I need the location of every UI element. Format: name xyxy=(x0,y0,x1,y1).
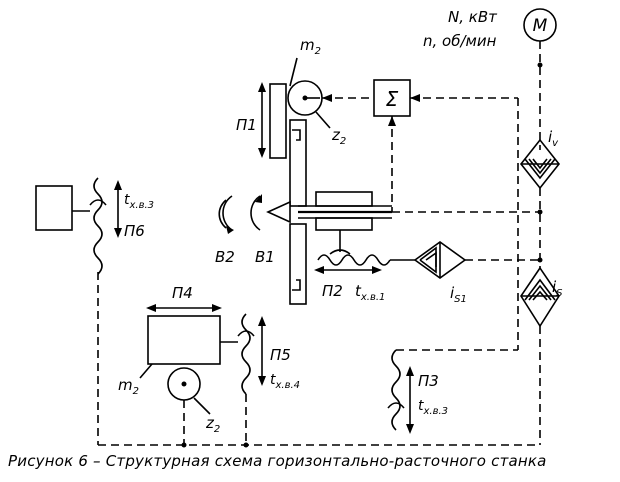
is1-variator-icon xyxy=(413,241,467,279)
screw-p3 xyxy=(391,349,401,431)
column-upper xyxy=(289,119,307,207)
iv-label: iv xyxy=(548,128,559,149)
sum-label: Σ xyxy=(386,87,399,111)
is-variator-icon xyxy=(520,266,560,328)
tx3-left-label: tх.в.3 xyxy=(124,192,154,211)
rotation-b1-icon xyxy=(250,194,262,231)
rack-upper xyxy=(269,83,287,159)
screw-p6 xyxy=(93,177,103,275)
b2-label: В2 xyxy=(215,248,235,266)
p3-label: П3 xyxy=(418,372,439,390)
bottom-gear-icon xyxy=(167,367,201,401)
z2-bottom-label: z2 xyxy=(205,414,220,435)
figure-caption: Рисунок 6 – Структурная схема горизонтал… xyxy=(8,452,547,470)
rotation-b2-icon xyxy=(218,195,234,234)
screw-p5 xyxy=(241,313,251,395)
column-lower xyxy=(289,223,307,305)
p6-label: П6 xyxy=(124,222,145,240)
m2-top-label: m2 xyxy=(300,36,321,57)
feed-screw-p2 xyxy=(317,254,391,266)
p6-block xyxy=(35,185,73,231)
is1-label: iS1 xyxy=(450,284,467,305)
speed-label: n, об/мин xyxy=(423,32,497,50)
p5-label: П5 xyxy=(270,346,291,364)
z2-top-label: z2 xyxy=(331,126,346,147)
m2-bottom-label: m2 xyxy=(118,376,139,397)
tx1-label: tх.в.1 xyxy=(355,282,385,303)
p4-label: П4 xyxy=(172,284,193,302)
top-gear-icon xyxy=(287,80,323,116)
is-label: iS xyxy=(552,278,563,299)
power-label: N, кВт xyxy=(448,8,498,26)
tx3-right-label: tх.в.3 xyxy=(418,398,448,417)
b1-label: В1 xyxy=(255,248,275,266)
motor-label: M xyxy=(533,16,548,36)
p4-block xyxy=(147,315,221,365)
spindle xyxy=(266,191,392,231)
p2-label: П2 xyxy=(322,282,343,300)
p1-label: П1 xyxy=(236,116,257,134)
tx4-label: tх.в.4 xyxy=(270,372,300,391)
motor: M xyxy=(523,8,557,42)
